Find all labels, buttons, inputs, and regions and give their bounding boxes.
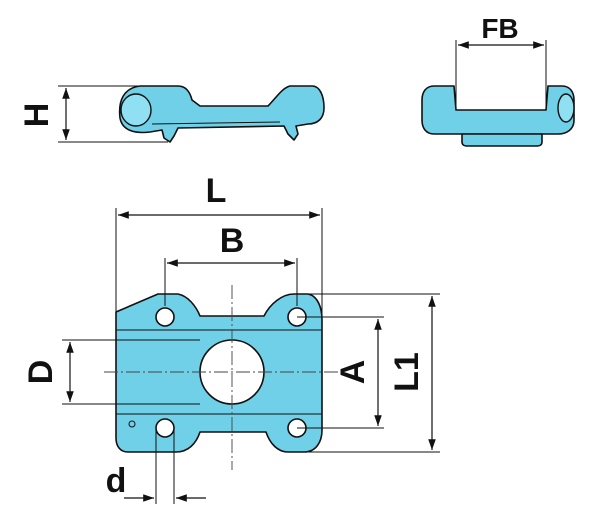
end-view-foot <box>461 133 543 147</box>
mounting-hole-bottom-left <box>155 418 175 438</box>
plan-view <box>104 285 345 470</box>
part-marking-icon <box>128 420 136 428</box>
l-dimension: L <box>115 172 323 320</box>
b-dimension: B <box>164 222 298 306</box>
h-dimension: H <box>18 85 178 143</box>
side-view-body <box>118 85 325 143</box>
end-view <box>421 85 575 147</box>
d-lower-dimension: d <box>106 428 206 504</box>
a-dimension: A <box>297 316 384 429</box>
l1-dimension: L1 <box>308 293 440 453</box>
side-view <box>118 85 325 143</box>
side-view-edge <box>151 121 281 125</box>
l1-label: L1 <box>388 352 426 392</box>
d-upper-dimension: D <box>22 339 200 405</box>
a-label: A <box>334 360 372 385</box>
l-label: L <box>206 172 227 210</box>
end-view-boss <box>557 93 575 123</box>
d-lower-label: d <box>106 462 127 500</box>
mounting-hole-top-left <box>155 307 175 327</box>
fb-dimension: FB <box>455 13 547 108</box>
h-label: H <box>18 103 56 128</box>
end-view-body <box>421 85 575 135</box>
b-label: B <box>220 222 245 260</box>
fb-label: FB <box>481 13 518 44</box>
side-view-boss <box>120 93 152 127</box>
d-upper-label: D <box>22 360 60 385</box>
